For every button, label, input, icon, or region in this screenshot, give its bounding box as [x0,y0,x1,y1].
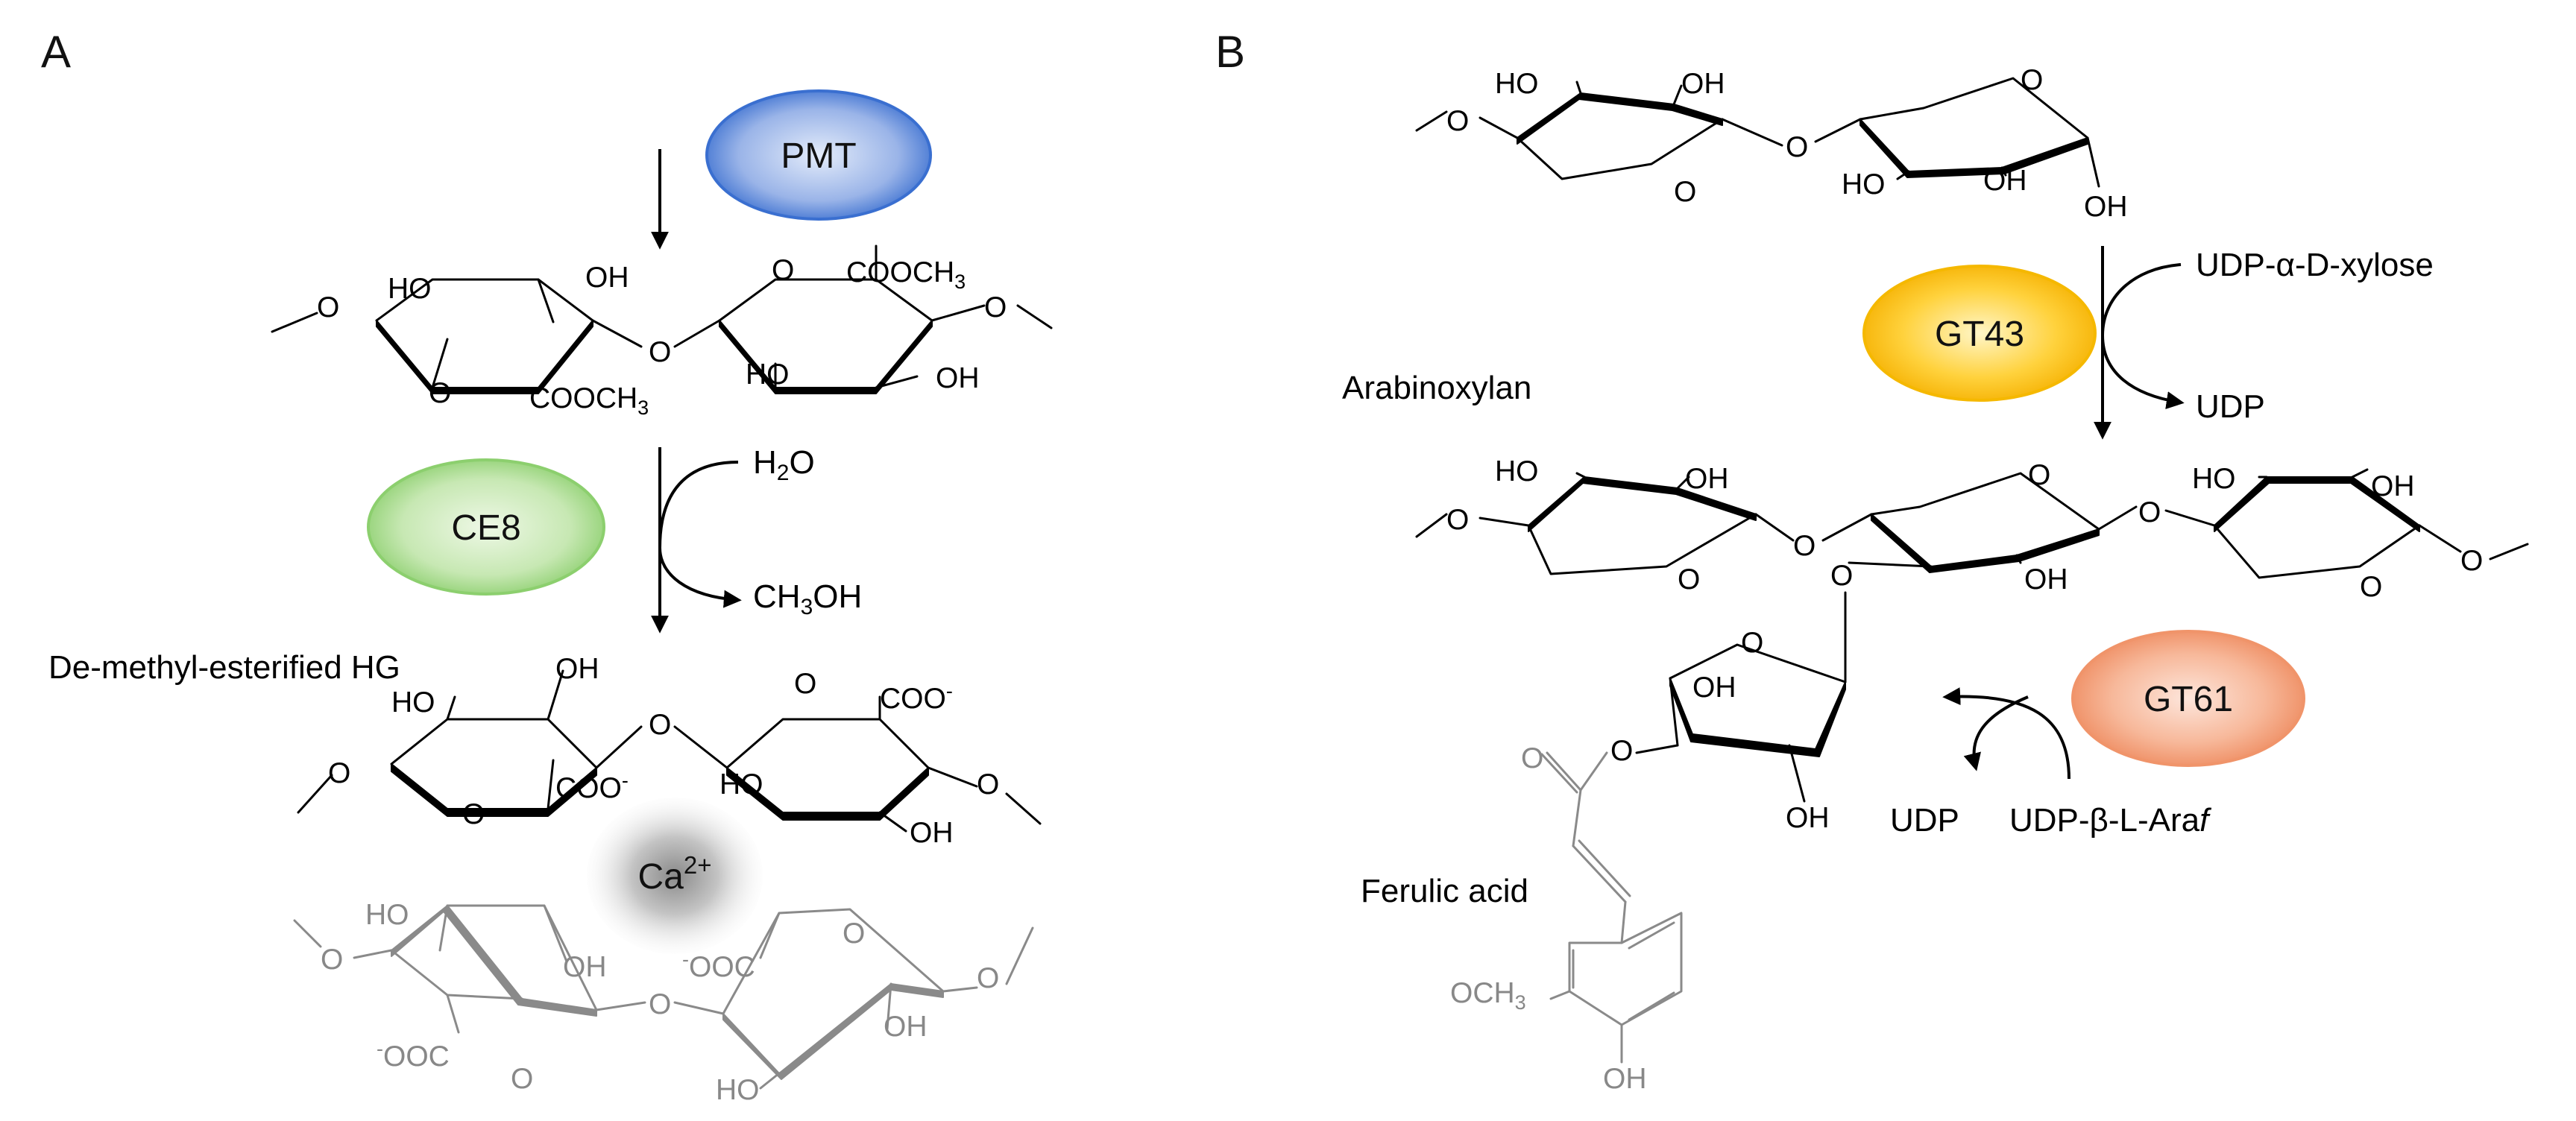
xylobiose-structure: O HO OH O O O HO OH OH [1415,64,2128,223]
udp-output-arrow [2101,335,2185,409]
udp-xylose-label: UDP-α-D-xylose [2196,247,2434,283]
oh-label: OH [1786,802,1830,834]
o-glycosidic: O [328,757,350,789]
o-bridge: O [649,988,671,1020]
udp-label: UDP [1890,802,1959,839]
o-ring: O [1674,176,1696,208]
ce8-label: CE8 [451,508,520,548]
o-ring: O [462,798,485,830]
oh-label: OH [555,653,599,685]
gt43-label: GT43 [1935,315,2024,354]
ho-label: HO [365,899,409,931]
o-ring: O [511,1063,533,1095]
udp-xylose-input-arrow [2101,263,2182,336]
oh-label: OH [1685,463,1729,495]
ferulic-acid-structure: O OCH3 OH [1450,742,1683,1095]
o-ring: O [772,254,794,286]
o-bridge: O [1786,131,1808,163]
methanol-output-arrow [658,547,742,608]
ho-label: HO [746,359,790,391]
o-ring: O [2028,459,2050,491]
o-ring: O [1678,563,1700,596]
pmt-label: PMT [781,136,856,176]
pmt-enzyme: PMT [705,89,932,221]
udp-arabinose-input-arrow [1942,687,2070,780]
ho-label: HO [719,768,763,801]
o-ester: O [1610,735,1633,767]
o-bridge: O [1793,530,1816,562]
arabinoxylan-structure: O HO OH O O O O OH O HO OH O O [1415,455,2529,603]
ho-label: HO [1495,455,1539,487]
udp-output-arrow [1963,695,2029,771]
minus-ooc-label: -OOC [377,1038,450,1073]
ho-label: HO [388,273,432,305]
oh-label: OH [2024,563,2068,596]
arabinoxylan-name: Arabinoxylan [1342,370,1531,406]
demethyl-hg-structure: O HO OH O COO- O O COO- HO OH O [297,653,1042,849]
o-ring: O [794,668,816,700]
water-label: H2O [753,444,815,485]
oh-label: OH [563,951,607,983]
o-arabinosyl-link: O [1830,560,1853,592]
oh-label: OH [1692,672,1736,704]
ferulic-acid-name: Ferulic acid [1361,873,1528,909]
oh-label: OH [884,1011,928,1043]
udp-arabinose-label: UDP-β-L-Araf [2009,802,2212,839]
o-carbonyl: O [1521,742,1543,774]
o-glycosidic: O [1446,105,1469,137]
oh-label: OH [1603,1063,1647,1095]
oh-label: OH [1681,68,1725,100]
o-ring: O [1741,627,1763,659]
o-ring: O [843,918,865,950]
ho-label: HO [1495,68,1539,100]
oh-label: OH [585,262,629,294]
o-glycosidic: O [984,291,1007,323]
ho-label: HO [716,1074,760,1106]
methyl-esterified-hg-structure: O HO OH O COOCH3 O O COOCH3 O HO OH [271,244,1053,419]
o-glycosidic: O [2460,545,2483,577]
calcium-label: Ca2+ [638,851,712,897]
demethyl-hg-name: De-methyl-esterified HG [48,649,400,686]
oh-label: OH [910,817,954,849]
o-glycosidic: O [1446,504,1469,536]
ho-label: HO [1842,168,1886,200]
o-ring: O [429,377,451,409]
methanol-label: CH3OH [753,578,862,619]
o-glycosidic: O [977,962,999,994]
gt61-enzyme: GT61 [2071,630,2305,767]
cooch3-label: COOCH3 [846,256,966,293]
o-glycosidic: O [977,768,999,801]
oh-label: OH [2371,470,2415,502]
water-input-arrow [658,461,739,549]
o-bridge: O [2138,496,2161,528]
arabinofuranose-structure: O OH OH O [1610,591,1847,834]
udp-label: UDP [2196,388,2265,425]
o-bridge: O [649,336,671,368]
ho-label: HO [2192,463,2236,495]
o-ring: O [2021,64,2043,96]
ce8-enzyme: CE8 [367,458,605,596]
cooch3-label: COOCH3 [529,382,649,419]
oh-label: OH [2084,191,2128,223]
o-bridge: O [649,709,671,741]
o-glycosidic: O [317,291,339,323]
minus-ooc-label: -OOC [682,948,755,983]
och3-label: OCH3 [1450,977,1526,1014]
crosslinked-hg-structure: O HO OH -OOC O O -OOC O OH HO O [293,899,1034,1106]
oh-label: OH [936,362,980,394]
coo-minus-label: COO- [555,769,629,804]
ho-label: HO [391,686,435,719]
coo-minus-label: COO- [880,680,953,715]
oh-label: OH [1983,165,2027,197]
o-ring: O [2360,571,2382,603]
panel-a-label: A [41,27,71,77]
panel-b-label: B [1215,27,1245,77]
gt43-enzyme: GT43 [1862,265,2097,402]
calcium-ion: Ca2+ [587,798,763,954]
o-glycosidic: O [321,944,343,976]
gt61-label: GT61 [2144,680,2233,719]
